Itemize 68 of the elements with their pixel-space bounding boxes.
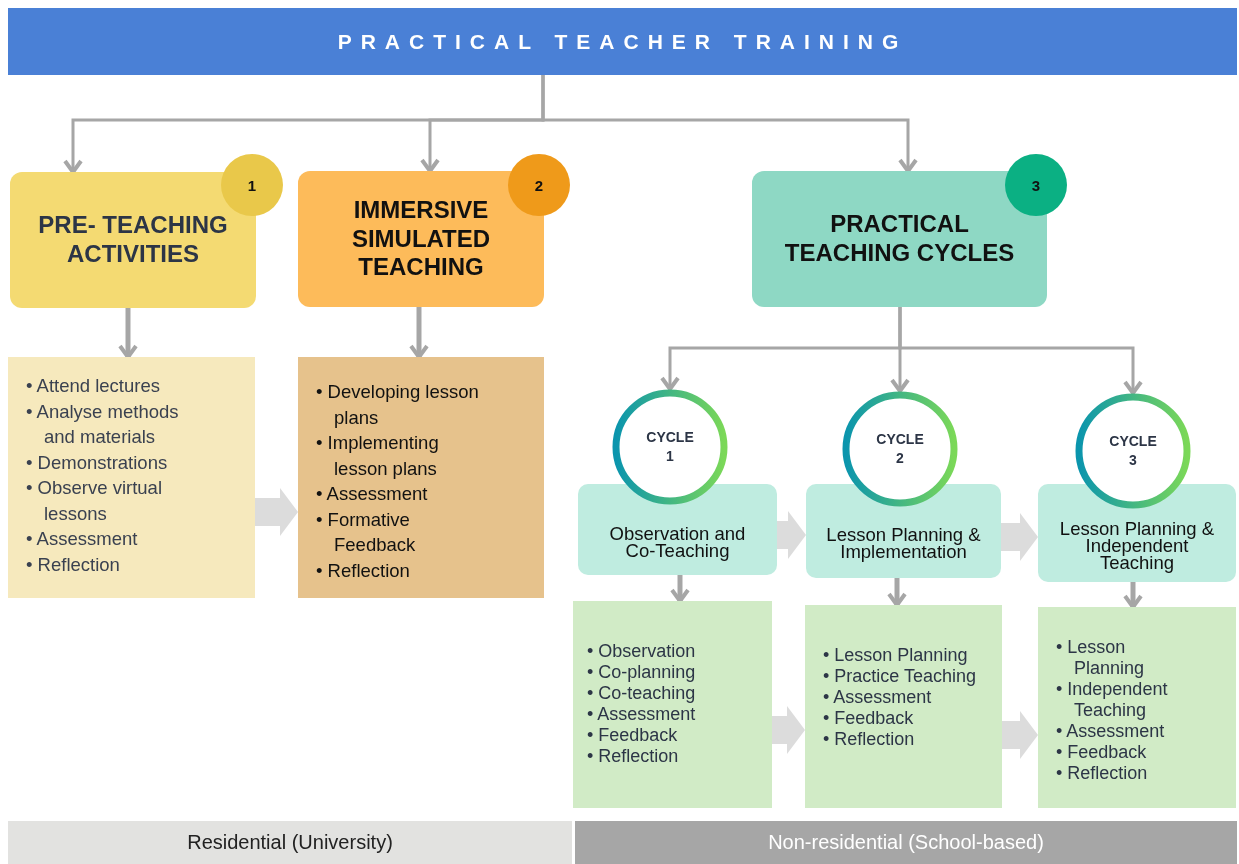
list-item: • Demonstrations: [26, 450, 169, 475]
list-item: • Co-planning: [587, 662, 697, 683]
arrow: [541, 75, 918, 173]
footer-band: [575, 821, 1237, 864]
activity-card: [298, 357, 544, 598]
stage-box: [752, 171, 1047, 307]
stage-title: PRACTICAL TEACHING CYCLES: [783, 210, 1016, 268]
list-item: • Attend lectures: [26, 374, 161, 398]
title-text: PRACTICAL TEACHER TRAINING: [337, 29, 908, 54]
arrow: [898, 307, 1143, 395]
list-item: • Observe virtual lessons: [26, 476, 164, 526]
stage-box: [10, 172, 256, 308]
footer-band: [8, 821, 572, 864]
arrow: [118, 308, 138, 359]
list-item: • Practice Teaching: [823, 666, 977, 687]
cycle-label: CYCLE 2: [875, 430, 925, 468]
cycle-title: Observation and Co-Teaching: [608, 524, 747, 559]
list-item: • Assessment: [26, 527, 139, 551]
band-label: Non-residential (School-based): [768, 831, 1044, 854]
list-item: • Lesson Planning: [1056, 637, 1146, 679]
list-item: • Assessment: [1056, 721, 1166, 742]
chevron-arrow: [255, 488, 298, 536]
list-item: • Reflection: [1056, 763, 1149, 784]
list-item: • Assessment: [316, 482, 429, 506]
list-item: • Lesson Planning: [823, 645, 969, 666]
list-item: • Assessment: [823, 687, 933, 708]
activity-card: [8, 357, 255, 598]
arrow: [1123, 582, 1143, 609]
cycle-box: [578, 484, 777, 575]
chevron-arrow: [1001, 513, 1038, 561]
cycle-label: CYCLE 3: [1108, 432, 1158, 470]
list-item: • Reflection: [26, 552, 121, 577]
list-item: • Feedback: [587, 725, 679, 746]
cycle-label: CYCLE 1: [645, 428, 695, 466]
cycle-title: Lesson Planning & Independent Teaching: [1058, 519, 1216, 571]
activity-card: [805, 605, 1002, 808]
list-item: • Feedback: [823, 708, 915, 729]
list-item: • Reflection: [587, 746, 680, 767]
arrow: [409, 307, 429, 359]
list-item: • Implementing lesson plans: [316, 431, 440, 481]
arrow: [887, 578, 907, 607]
stage-title: PRE- TEACHING ACTIVITIES: [37, 211, 229, 269]
chevron-arrow: [1002, 711, 1038, 759]
list-item: • Observation: [587, 641, 697, 662]
activity-card: [573, 601, 772, 808]
chevron-arrow: [777, 511, 806, 559]
list-item: • Assessment: [587, 704, 697, 725]
activity-card: [1038, 607, 1236, 808]
header-banner: [8, 8, 1237, 75]
badge-number: 3: [1031, 176, 1041, 194]
list-item: • Reflection: [316, 558, 411, 583]
cycle-title: Lesson Planning & Implementation: [825, 526, 982, 560]
list-item: • Feedback: [1056, 742, 1148, 763]
arrow: [670, 575, 690, 603]
list-item: • Formative Feedback: [316, 507, 417, 557]
list-item: • Analyse methods and materials: [26, 399, 180, 449]
list-item: • Reflection: [823, 729, 916, 750]
list-item: • Co-teaching: [587, 683, 697, 704]
cycle-box: [1038, 484, 1236, 582]
cycle-box: [806, 484, 1001, 578]
badge-number: 2: [534, 176, 544, 194]
band-label: Residential (University): [187, 831, 393, 854]
stage-box: [298, 171, 544, 307]
stage-title: IMMERSIVE SIMULATED TEACHING: [350, 195, 492, 283]
badge-number: 1: [247, 176, 257, 194]
list-item: • Developing lesson plans: [316, 380, 480, 430]
chevron-arrow: [772, 706, 805, 754]
list-item: • Independent Teaching: [1056, 679, 1169, 721]
